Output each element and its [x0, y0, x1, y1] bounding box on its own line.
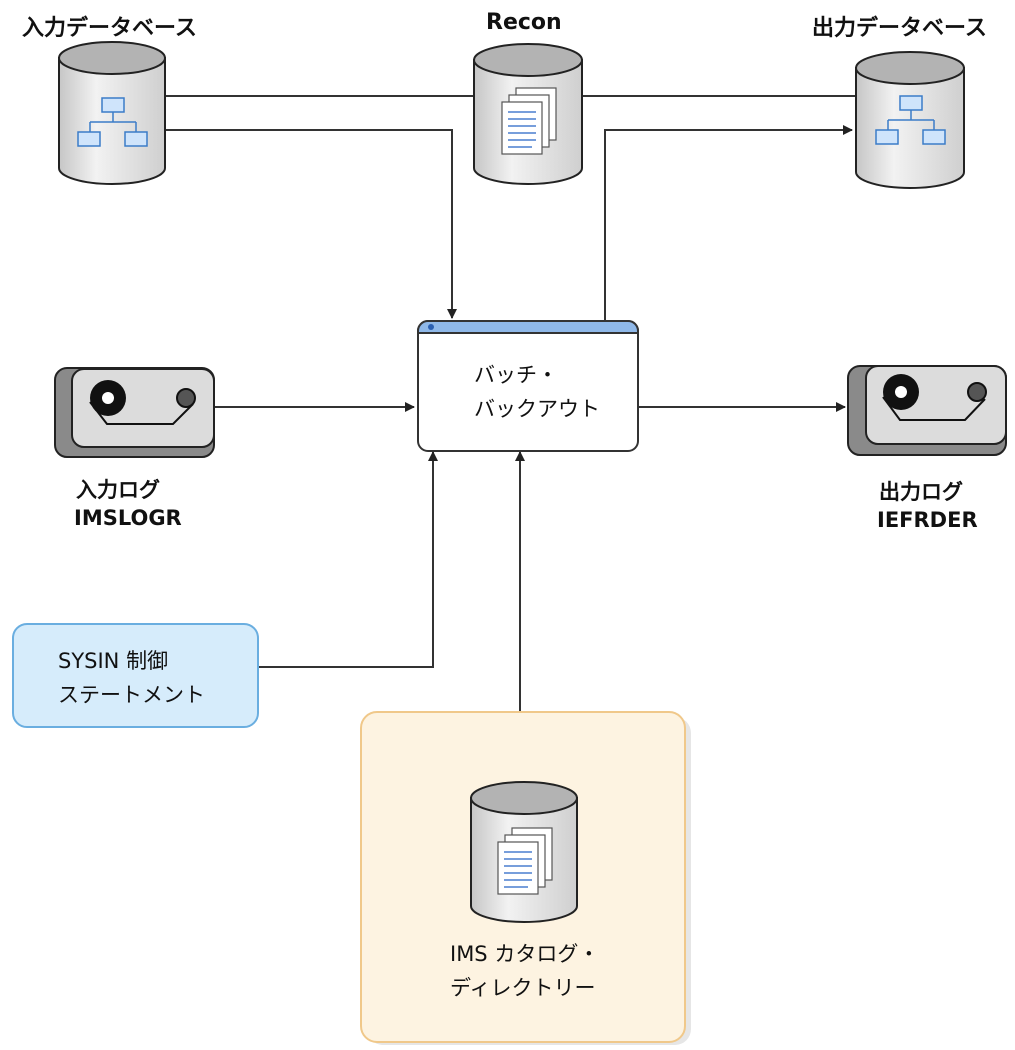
output-log-tape-icon: [847, 365, 1007, 456]
output-log-dataset: IEFRDER: [877, 508, 978, 532]
output-log-label: 出力ログ: [879, 480, 963, 504]
sysin-label-line2: ステートメント: [58, 683, 205, 707]
catalog-database-icon: [470, 781, 578, 923]
input-log-tape-icon: [54, 367, 215, 458]
catalog-label-line1: IMS カタログ・: [450, 942, 600, 966]
output-database-label: 出力データベース: [812, 16, 987, 41]
connector-batch-to-output-db: [604, 125, 853, 320]
input-log-dataset: IMSLOGR: [74, 506, 182, 530]
connector-sysin-to-batch: [258, 451, 438, 668]
connector-input-db-to-batch: [165, 129, 457, 319]
sysin-box: [12, 623, 259, 728]
batch-backout-box: [417, 320, 639, 452]
batch-backout-label-line2: バックアウト: [474, 397, 600, 421]
batch-backout-label-line1: バッチ・: [474, 363, 558, 387]
output-database-icon: [855, 51, 965, 189]
recon-database-icon: [473, 43, 583, 185]
sysin-label-line1: SYSIN 制御: [58, 649, 169, 673]
catalog-label-line2: ディレクトリー: [450, 976, 596, 1000]
input-database-label: 入力データベース: [22, 16, 197, 41]
input-log-label: 入力ログ: [76, 478, 160, 502]
recon-label: Recon: [486, 10, 562, 35]
input-database-icon: [58, 41, 166, 185]
